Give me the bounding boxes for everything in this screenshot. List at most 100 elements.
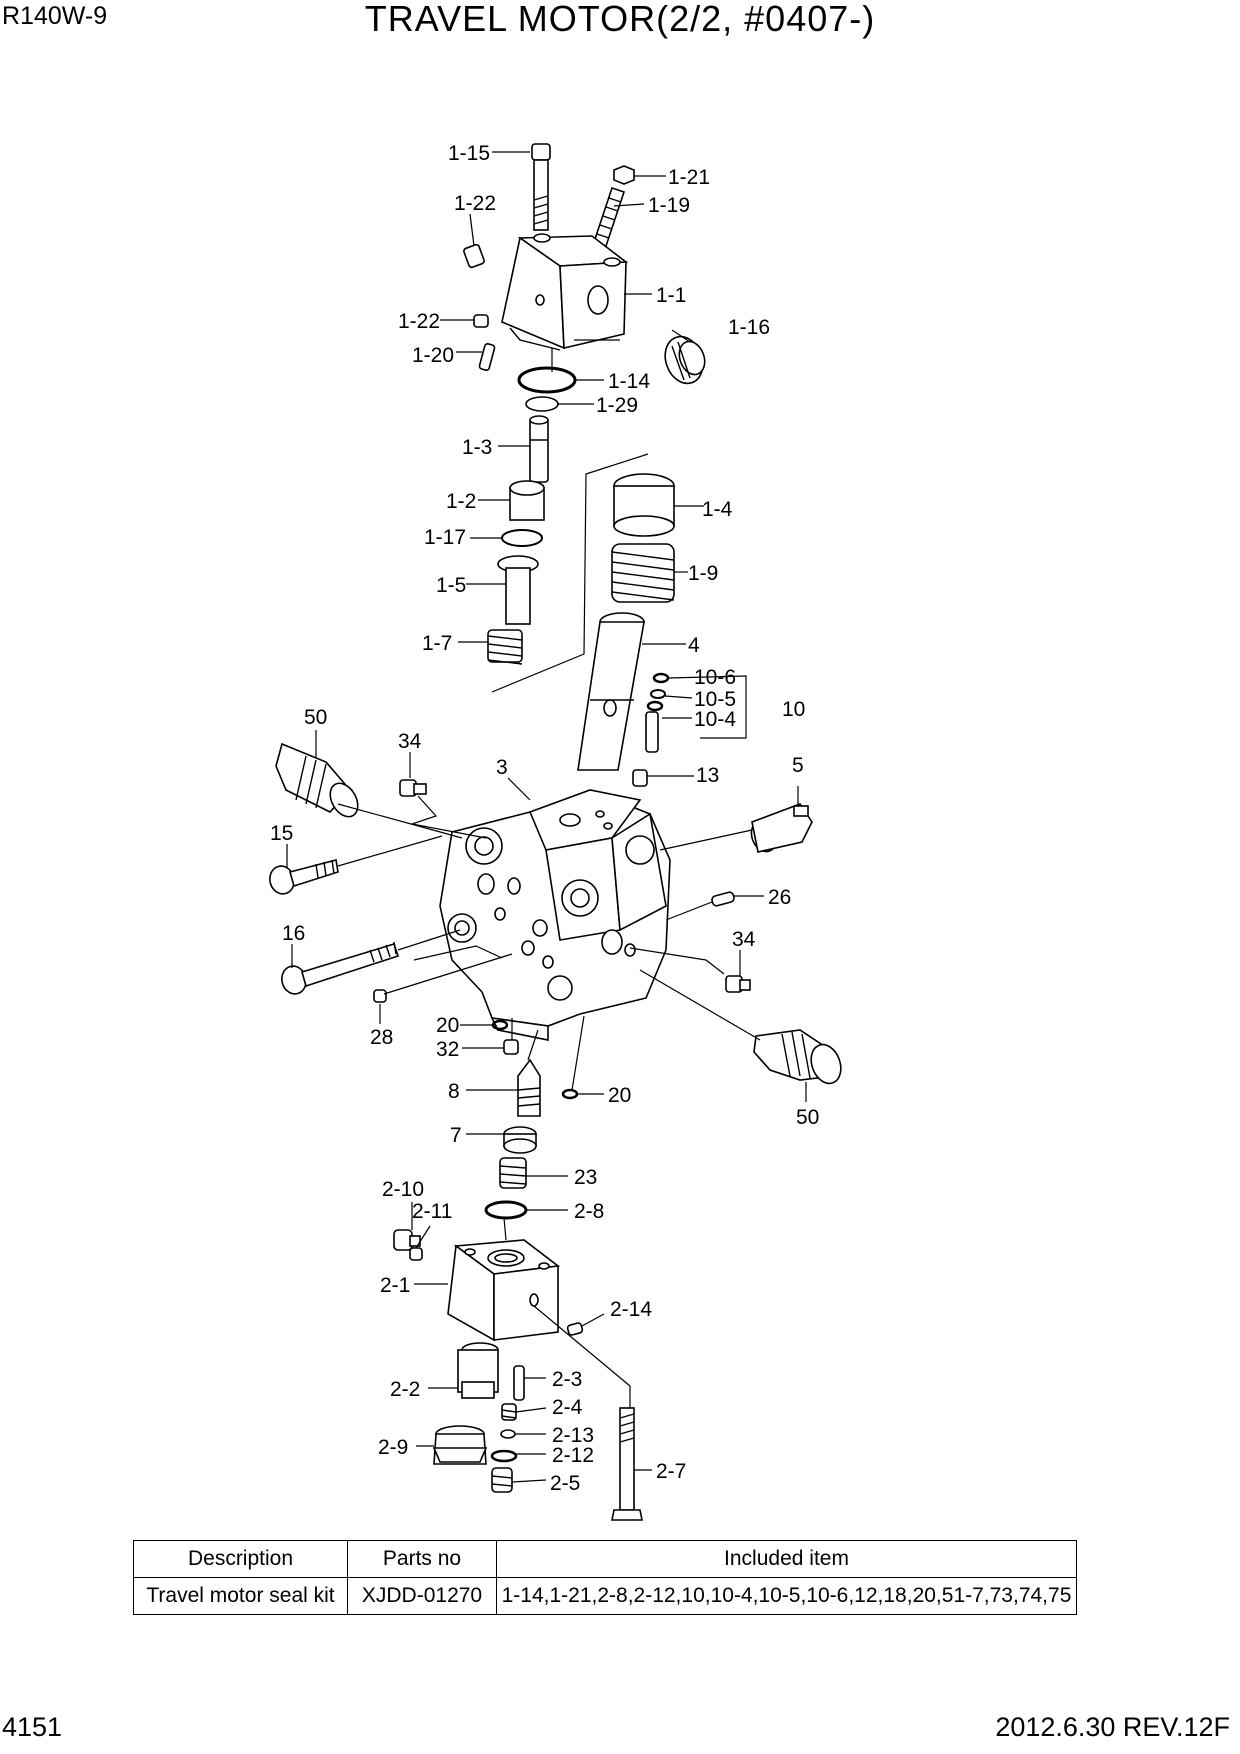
label-10-5: 10-5 <box>694 688 736 711</box>
label-2-2: 2-2 <box>390 1378 420 1401</box>
label-1-1: 1-1 <box>656 284 686 307</box>
part-4-spool <box>577 612 645 771</box>
label-23: 23 <box>574 1166 597 1189</box>
part-15-bolt <box>269 859 339 895</box>
label-10: 10 <box>782 698 805 721</box>
part-2-12-o-ring <box>490 1449 518 1463</box>
part-2-14-screw <box>566 1322 584 1336</box>
label-20-lower: 20 <box>608 1084 631 1107</box>
model-code: R140W-9 <box>2 2 108 30</box>
label-2-9: 2-9 <box>378 1436 408 1459</box>
label-2-3: 2-3 <box>552 1368 582 1391</box>
part-2-1-block <box>447 1239 561 1342</box>
part-2-5-plug <box>491 1467 513 1493</box>
table-header-row: Description Parts no Included item <box>133 1540 1077 1578</box>
part-20-o-ring-lower <box>561 1088 579 1100</box>
cell-included-item: 1-14,1-21,2-8,2-12,10,10-4,10-5,10-6,12,… <box>496 1577 1077 1615</box>
column-header-parts-no: Parts no <box>347 1540 497 1578</box>
column-header-description: Description <box>133 1540 348 1578</box>
part-1-14-o-ring <box>517 366 577 394</box>
label-8: 8 <box>448 1080 460 1103</box>
part-2-7-bolt <box>611 1407 643 1521</box>
page-title: TRAVEL MOTOR(2/2, #0407-) <box>364 0 876 39</box>
part-3-main-housing <box>439 789 671 1041</box>
label-1-7: 1-7 <box>422 632 452 655</box>
label-32: 32 <box>436 1038 459 1061</box>
cell-description: Travel motor seal kit <box>133 1577 348 1615</box>
part-1-1-cover-block <box>501 233 629 351</box>
label-1-9: 1-9 <box>688 562 718 585</box>
part-1-3-pin <box>529 415 549 483</box>
label-15: 15 <box>270 822 293 845</box>
part-2-9-plug <box>432 1425 488 1465</box>
label-34-upper: 34 <box>398 730 422 753</box>
part-28-pin <box>373 989 387 1003</box>
part-10-4-ring <box>646 700 664 712</box>
part-2-2-sleeve <box>457 1342 499 1399</box>
label-1-15: 1-15 <box>448 142 490 165</box>
part-callout-labels: 1-15 1-21 1-19 1-22 1-1 1-22 1-16 1-20 1… <box>270 142 819 1495</box>
part-1-2-sleeve <box>509 480 545 521</box>
label-1-17: 1-17 <box>424 526 466 549</box>
label-28: 28 <box>370 1026 393 1049</box>
label-2-5: 2-5 <box>550 1472 580 1495</box>
label-2-14: 2-14 <box>610 1298 652 1321</box>
part-16-bolt <box>281 941 400 995</box>
label-1-14: 1-14 <box>608 370 650 393</box>
part-5-cap <box>750 803 813 853</box>
label-10-6: 10-6 <box>694 666 736 689</box>
part-10-6-ring <box>652 672 670 684</box>
label-34-lower: 34 <box>732 928 756 951</box>
label-50-upper: 50 <box>304 706 327 729</box>
label-1-19: 1-19 <box>648 194 690 217</box>
part-1-17-ring <box>501 529 543 547</box>
part-1-5-piston <box>497 555 539 625</box>
label-2-13: 2-13 <box>552 1424 594 1447</box>
label-1-20: 1-20 <box>412 344 454 367</box>
part-2-8-o-ring <box>484 1200 528 1220</box>
part-50-relief-valve-upper <box>275 742 359 818</box>
label-2-11: 2-11 <box>412 1200 452 1223</box>
label-10-4: 10-4 <box>694 708 736 731</box>
label-2-8: 2-8 <box>574 1200 604 1223</box>
label-16: 16 <box>282 922 305 945</box>
revision-date: 2012.6.30 REV.12F <box>995 1712 1230 1742</box>
part-1-20-pin <box>478 343 496 371</box>
part-1-7-spring <box>487 629 523 665</box>
cell-parts-no: XJDD-01270 <box>347 1577 497 1615</box>
part-2-4-spring <box>501 1403 517 1421</box>
part-23-spring <box>499 1157 527 1189</box>
part-2-10-plug <box>393 1229 421 1251</box>
part-2-11-plug <box>409 1247 423 1261</box>
part-32-plug <box>503 1039 519 1055</box>
label-26: 26 <box>768 886 791 909</box>
label-20-upper: 20 <box>436 1014 459 1037</box>
part-1-9-spring <box>611 543 675 603</box>
part-1-15-bolt <box>531 143 551 231</box>
label-1-4: 1-4 <box>702 498 733 521</box>
part-1-22-plug-upper <box>463 243 485 269</box>
part-20-o-ring-upper <box>491 1019 509 1031</box>
part-1-21-nut <box>613 165 635 185</box>
label-3: 3 <box>496 756 508 779</box>
label-1-2: 1-2 <box>446 490 476 513</box>
label-1-21: 1-21 <box>668 166 710 189</box>
label-50-lower: 50 <box>796 1106 819 1129</box>
part-8-piston <box>517 1058 541 1117</box>
part-1-4-cap <box>613 473 675 537</box>
label-7: 7 <box>450 1124 462 1147</box>
label-1-5: 1-5 <box>436 574 466 597</box>
part-1-29-ring <box>525 396 559 412</box>
label-4: 4 <box>688 634 700 657</box>
part-50-relief-valve-lower <box>753 1029 842 1085</box>
label-1-29: 1-29 <box>596 394 638 417</box>
part-2-3-pin <box>513 1365 525 1401</box>
label-2-10: 2-10 <box>382 1178 424 1201</box>
part-1-16-plug <box>664 335 706 385</box>
label-2-7: 2-7 <box>656 1460 686 1483</box>
part-34-plug-upper <box>399 779 427 797</box>
label-13: 13 <box>696 764 719 787</box>
part-7-cap <box>503 1126 537 1154</box>
part-26-pin <box>711 891 735 907</box>
